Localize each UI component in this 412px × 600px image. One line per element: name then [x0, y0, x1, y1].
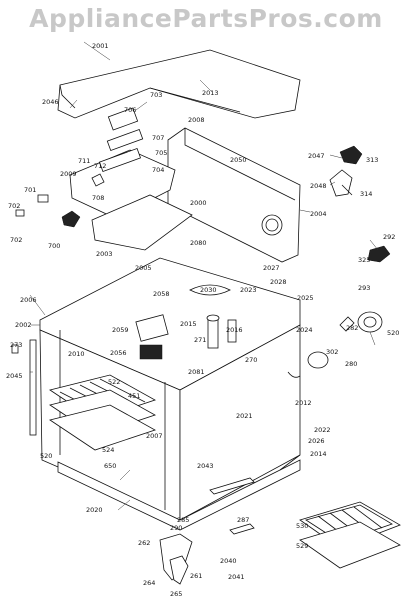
label-2043: 2043: [197, 462, 214, 470]
label-325: 325: [358, 256, 370, 264]
rear-panel: [167, 127, 301, 263]
label-529: 529: [296, 542, 308, 550]
label-2012: 2012: [295, 399, 312, 407]
label-2059: 2059: [112, 326, 129, 334]
label-264: 264: [143, 579, 155, 587]
label-2022: 2022: [314, 426, 331, 434]
label-2045: 2045: [6, 372, 23, 380]
label-2040: 2040: [220, 557, 237, 565]
label-265: 265: [170, 590, 182, 598]
label-2024: 2024: [296, 326, 313, 334]
label-2026: 2026: [308, 437, 325, 445]
label-2001: 2001: [92, 42, 109, 50]
label-701: 701: [24, 186, 36, 194]
label-273: 273: [10, 341, 22, 349]
bottom-drawer: [57, 459, 301, 531]
leader-lines: [29, 41, 379, 511]
label-705: 705: [155, 149, 167, 157]
label-292: 292: [383, 233, 395, 241]
label-2030: 2030: [200, 286, 217, 294]
label-302: 302: [326, 348, 338, 356]
right-components: [279, 245, 391, 471]
callout-labels: 2001 2013 2046 703 706 707 705 2008 2050…: [6, 42, 399, 598]
label-2080: 2080: [190, 239, 207, 247]
label-313: 313: [366, 156, 378, 164]
label-524: 524: [102, 446, 114, 454]
label-262: 262: [138, 539, 150, 547]
label-2050: 2050: [230, 156, 247, 164]
door-hinges: [159, 477, 255, 585]
label-280: 280: [345, 360, 357, 368]
label-282: 282: [346, 324, 358, 332]
label-706: 706: [124, 106, 136, 114]
label-2009: 2009: [60, 170, 77, 178]
label-2023: 2023: [240, 286, 257, 294]
label-2013: 2013: [202, 89, 219, 97]
label-2046: 2046: [42, 98, 59, 106]
label-530: 530: [296, 522, 308, 530]
label-285: 285: [177, 516, 189, 524]
label-261: 261: [190, 572, 202, 580]
label-520: 520: [387, 329, 399, 337]
label-2014: 2014: [310, 450, 327, 458]
switch-parts: [15, 173, 105, 228]
label-293: 293: [358, 284, 370, 292]
label-707: 707: [152, 134, 164, 142]
label-2028: 2028: [270, 278, 287, 286]
fan-motor: [329, 145, 363, 197]
label-314: 314: [360, 190, 372, 198]
label-2004: 2004: [310, 210, 327, 218]
label-2041: 2041: [228, 573, 245, 581]
label-2000: 2000: [190, 199, 207, 207]
label-270: 270: [245, 356, 257, 364]
label-650: 650: [104, 462, 116, 470]
label-271: 271: [194, 336, 206, 344]
control-bracket: [69, 107, 193, 251]
label-2002: 2002: [15, 321, 32, 329]
label-2006: 2006: [20, 296, 37, 304]
label-711: 711: [78, 157, 90, 165]
label-2027: 2027: [263, 264, 280, 272]
door-gasket: [11, 339, 37, 436]
label-2005: 2005: [135, 264, 152, 272]
label-2056: 2056: [110, 349, 127, 357]
label-704: 704: [152, 166, 164, 174]
label-2081: 2081: [188, 368, 205, 376]
top-panel: [57, 49, 301, 119]
label-2025: 2025: [297, 294, 314, 302]
label-2047: 2047: [308, 152, 325, 160]
label-2016: 2016: [226, 326, 243, 334]
watermark: AppliancePartsPros.com: [29, 4, 383, 33]
label-2015: 2015: [180, 320, 197, 328]
broiler-pan: [299, 501, 401, 569]
label-451: 451: [128, 392, 140, 400]
label-2003: 2003: [96, 250, 113, 258]
label-2021: 2021: [236, 412, 253, 420]
label-703: 703: [150, 91, 162, 99]
label-2058: 2058: [153, 290, 170, 298]
oven-racks: [49, 374, 156, 451]
label-290: 290: [170, 524, 182, 532]
label-2020: 2020: [86, 506, 103, 514]
inner-parts: [135, 284, 237, 360]
label-520b: 520: [40, 452, 52, 460]
label-702b: 702: [10, 236, 22, 244]
label-2010: 2010: [68, 350, 85, 358]
label-522: 522: [108, 378, 120, 386]
label-2007: 2007: [146, 432, 163, 440]
label-287: 287: [237, 516, 249, 524]
label-2048: 2048: [310, 182, 327, 190]
label-702: 702: [8, 202, 20, 210]
label-712: 712: [94, 162, 106, 170]
label-708: 708: [92, 194, 104, 202]
label-2008: 2008: [188, 116, 205, 124]
label-700: 700: [48, 242, 60, 250]
